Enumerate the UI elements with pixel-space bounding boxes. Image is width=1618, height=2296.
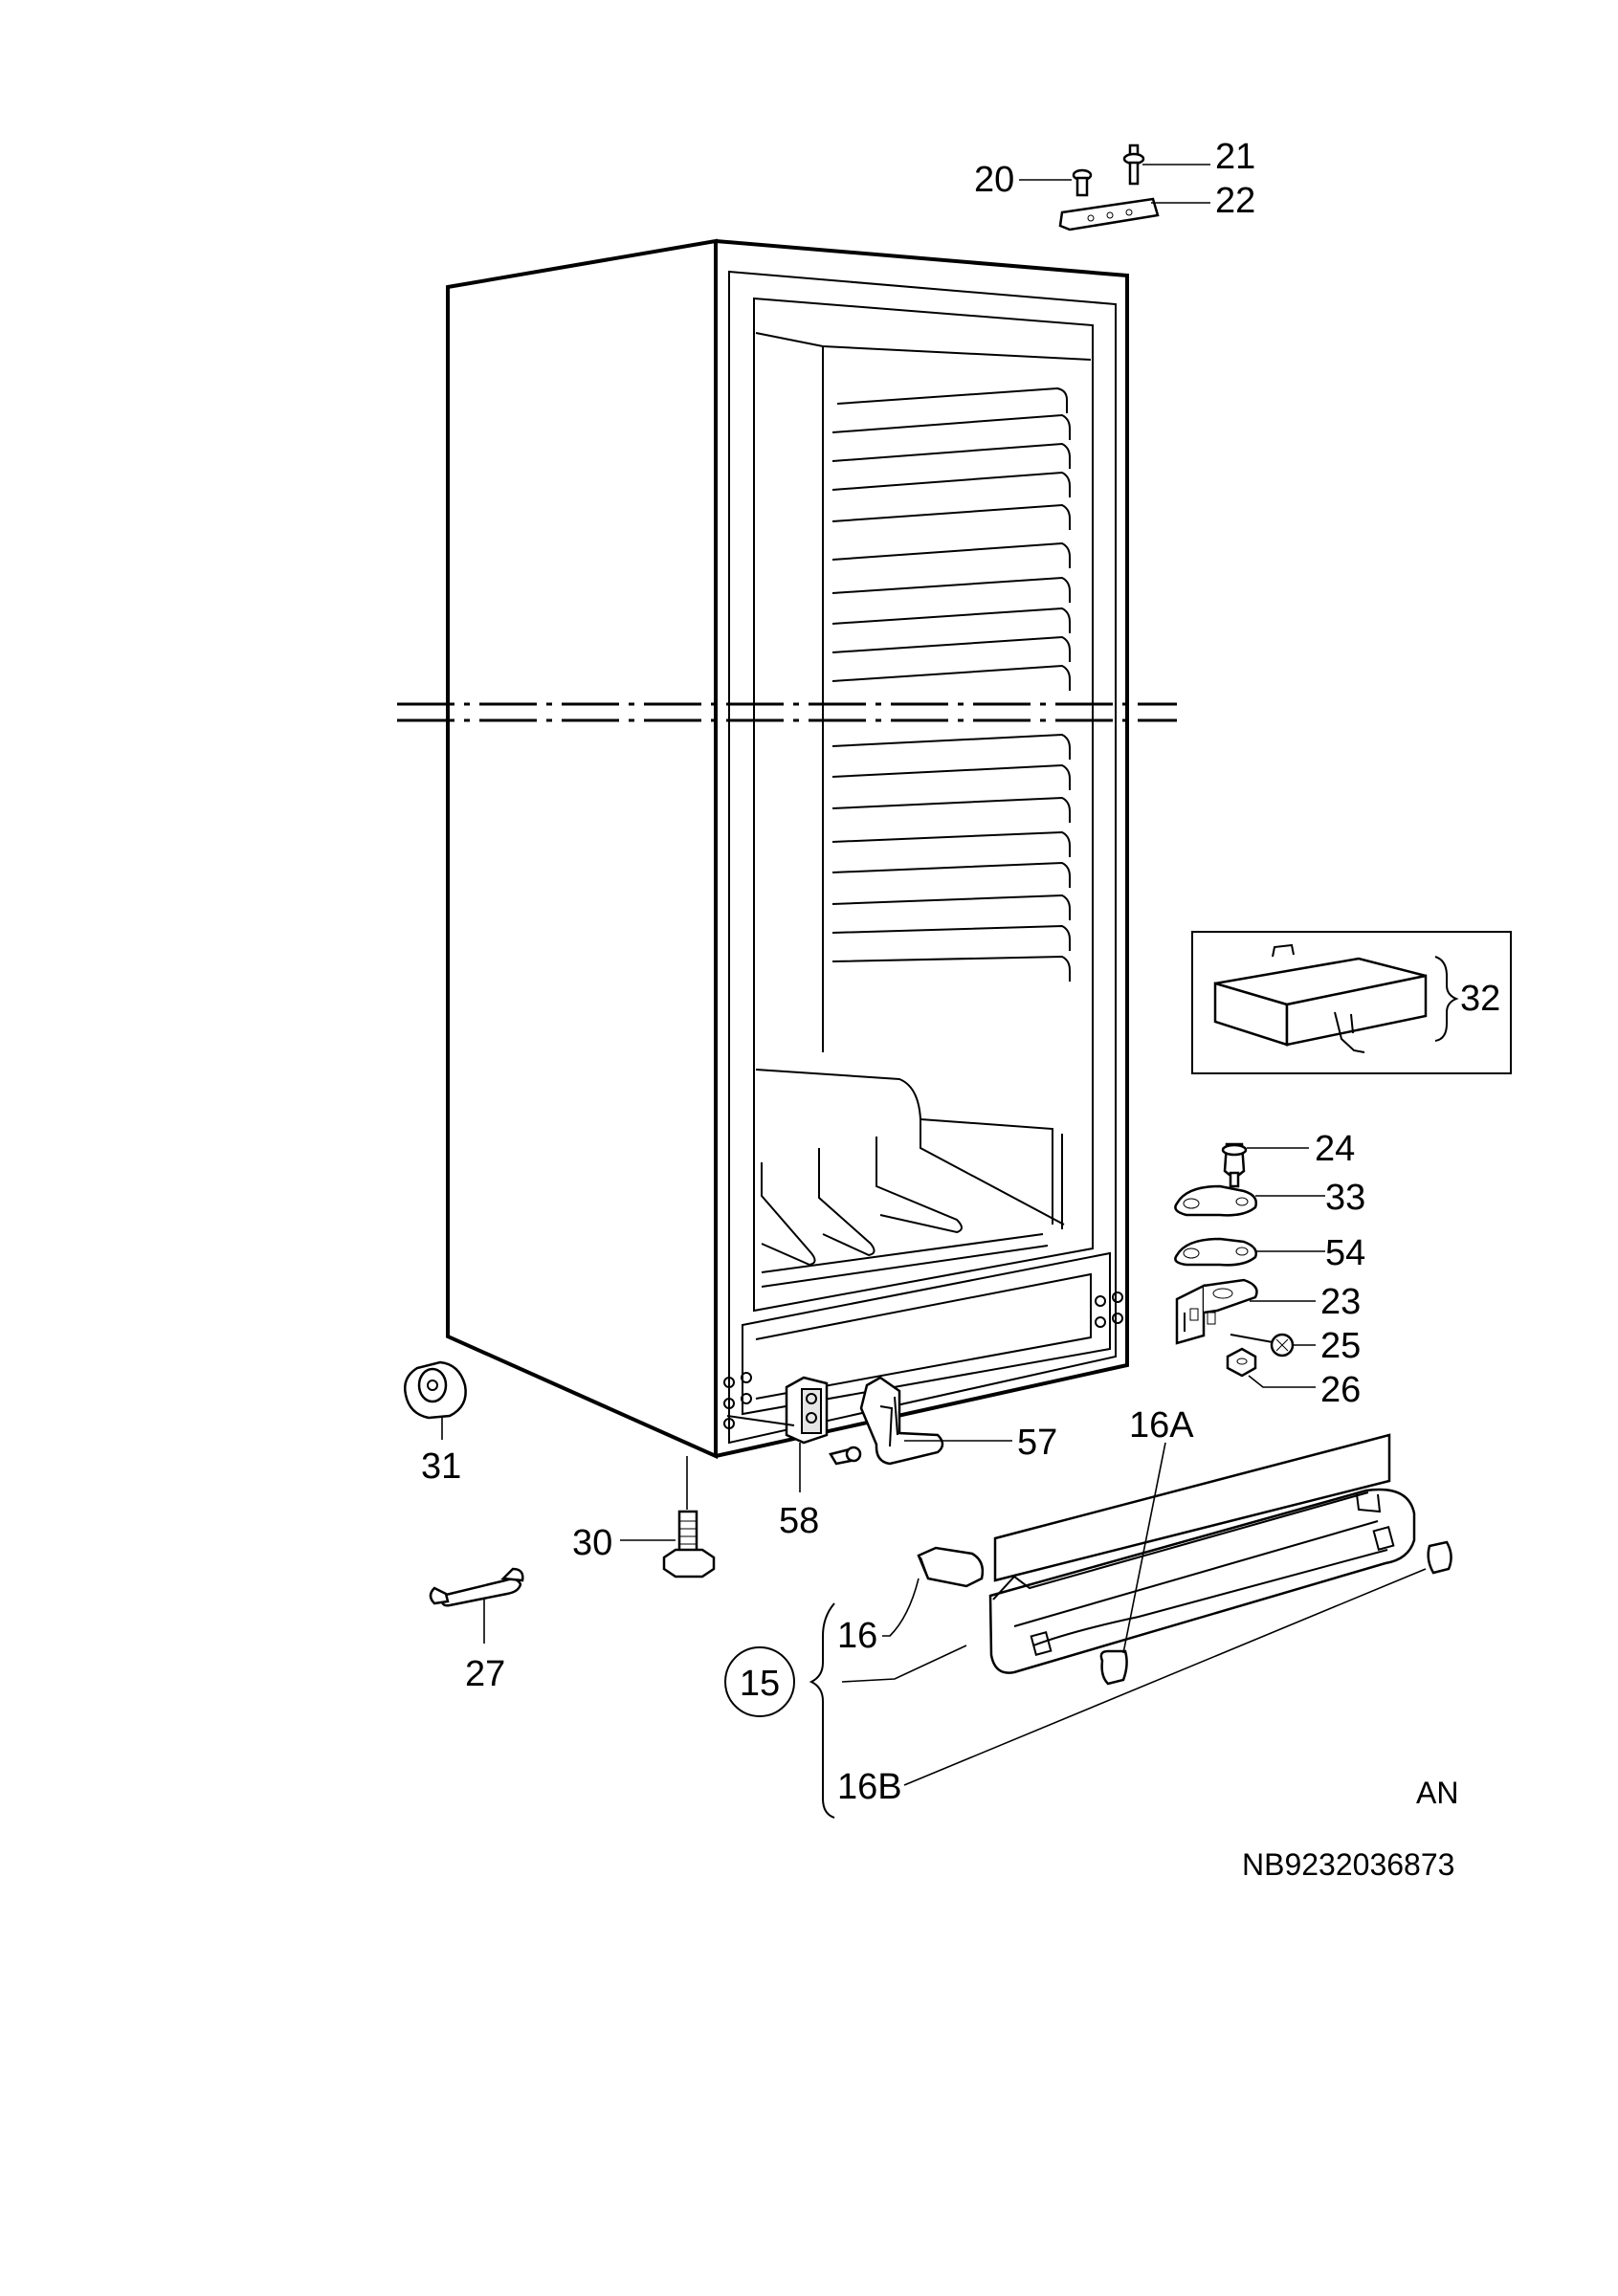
plinth-assembly-15: [917, 1433, 1452, 1686]
callout-16A: 16A: [1129, 1405, 1194, 1446]
part-32-group: 32: [1191, 931, 1512, 1074]
callout-15: 15: [740, 1664, 780, 1704]
crisper-rails: [761, 1137, 1049, 1288]
spacer-31-icon: [404, 1360, 467, 1420]
callout-16B: 16B: [837, 1767, 902, 1807]
callout-24: 24: [1315, 1129, 1355, 1169]
bracket-57-icon: [859, 1376, 944, 1466]
pin-24-icon: [1221, 1142, 1248, 1188]
wrench-27-icon: [429, 1567, 524, 1607]
callout-22: 22: [1215, 181, 1255, 221]
nut-26-icon: [1226, 1347, 1257, 1378]
hinge-58-icon: [726, 1376, 862, 1466]
callout-58: 58: [779, 1501, 819, 1541]
callout-32: 32: [1460, 979, 1500, 1019]
callout-31: 31: [421, 1446, 461, 1487]
callout-21: 21: [1215, 137, 1255, 177]
callout-33: 33: [1325, 1178, 1365, 1218]
pin-21-icon: [1122, 144, 1145, 186]
callout-30: 30: [572, 1523, 612, 1563]
screw-20-icon: [1072, 168, 1093, 197]
group-bracket: [809, 1602, 835, 1819]
washer-plate-33-icon: [1174, 1184, 1257, 1217]
callout-25: 25: [1320, 1326, 1361, 1366]
callout-57: 57: [1017, 1423, 1057, 1463]
callout-27: 27: [465, 1654, 505, 1694]
control-box-32-icon: [1213, 943, 1428, 1053]
callout-54: 54: [1325, 1233, 1365, 1273]
shelf-supports: [831, 386, 1071, 982]
top-hinge-group: 20 21 22: [974, 137, 1255, 232]
callout-15-circle: [724, 1646, 795, 1717]
callout-20: 20: [974, 160, 1014, 200]
hinge-bracket-23-icon: [1175, 1278, 1258, 1345]
callout-26: 26: [1320, 1370, 1361, 1410]
variant-code: AN: [1416, 1776, 1458, 1810]
mount-holes: [723, 1292, 1123, 1429]
adjustable-foot-30-icon: [662, 1456, 716, 1578]
callout-16: 16: [837, 1616, 877, 1656]
diagram-reference-number: NB9232036873: [1242, 1847, 1454, 1882]
callout-23: 23: [1320, 1282, 1361, 1322]
cabinet-body: [397, 238, 1177, 1460]
hinge-plate-22-icon: [1058, 197, 1160, 232]
washer-plate-54-icon: [1174, 1237, 1257, 1267]
bottom-hinge-group: 24 33 54 23 25: [1174, 1129, 1365, 1410]
